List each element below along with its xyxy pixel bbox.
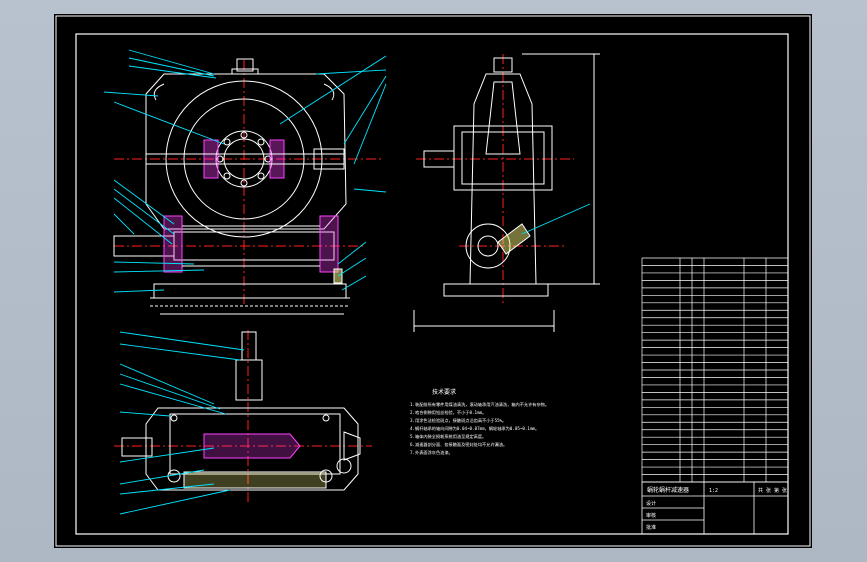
side-shaft-end bbox=[423, 150, 455, 168]
note-line: 4.蜗杆轴承的轴向间隙为0.04~0.07mm，蜗轮轴承为0.05~0.1mm。 bbox=[410, 425, 539, 432]
title-check: 审核 bbox=[646, 512, 656, 519]
front-base-plate bbox=[153, 283, 347, 299]
side-bearing-circle bbox=[465, 223, 511, 269]
note-line: 5.箱体内装全损耗系统用油至规定高度。 bbox=[410, 433, 486, 440]
right-lifting-hook bbox=[323, 83, 335, 101]
assembly-drawing: 技术要求 1.装配前所有零件用煤油清洗，滚动轴承用汽油清洗，箱内不允许有杂物。2… bbox=[55, 15, 811, 547]
note-line: 2.啮合侧隙用铅丝检验，不小于0.1mm。 bbox=[410, 409, 486, 416]
vent-cap bbox=[236, 58, 254, 72]
top-output-shaft bbox=[235, 359, 263, 401]
bore-circle bbox=[223, 138, 265, 180]
title-approve: 批准 bbox=[646, 524, 656, 531]
drawing-sheet: 技术要求 1.装配前所有零件用煤油清洗，滚动轴承用汽油清洗，箱内不允许有杂物。2… bbox=[54, 14, 812, 548]
top-inner-box bbox=[169, 413, 341, 475]
top-drain-plug bbox=[336, 458, 352, 474]
drawing-title: 蜗轮蜗杆减速器 bbox=[647, 486, 689, 494]
side-base-plate bbox=[443, 283, 549, 297]
front-housing-outline bbox=[145, 73, 347, 230]
front-leaders bbox=[103, 49, 387, 293]
hub-bolt-holes bbox=[216, 131, 272, 187]
top-output-key bbox=[241, 331, 257, 361]
title-block bbox=[641, 481, 789, 535]
title-designer: 设计 bbox=[646, 500, 656, 507]
outer-frame bbox=[55, 15, 811, 547]
side-vent-cap bbox=[493, 57, 513, 73]
note-line: 7.外表面涂灰色油漆。 bbox=[410, 449, 453, 456]
top-input-shaft bbox=[121, 437, 153, 457]
top-housing-outline bbox=[145, 407, 359, 491]
worm-wheel-inner bbox=[183, 98, 305, 220]
note-line: 6.减速器剖分面、各接触面及密封处均不允许漏油。 bbox=[410, 441, 507, 448]
left-flange-section bbox=[203, 139, 219, 179]
front-view bbox=[113, 58, 384, 315]
side-view bbox=[413, 53, 600, 332]
rod-end-nut bbox=[313, 148, 345, 170]
right-flange-section bbox=[269, 139, 285, 179]
title-scale: 1:2 bbox=[709, 488, 718, 494]
side-oil-gauge bbox=[497, 223, 531, 255]
hub-circle bbox=[215, 130, 273, 188]
worm-wheel-outer bbox=[165, 80, 323, 238]
top-view bbox=[114, 330, 372, 504]
note-line: 3.用涂色法检验斑点，接触斑点沿齿高不小于55%。 bbox=[410, 417, 506, 424]
top-worm-section bbox=[203, 433, 301, 459]
title-sheet-label: 共 张 第 张 bbox=[758, 487, 787, 494]
left-lifting-hook bbox=[153, 83, 165, 101]
notes-heading: 技术要求 bbox=[432, 388, 456, 396]
note-line: 1.装配前所有零件用煤油清洗，滚动轴承用汽油清洗，箱内不允许有杂物。 bbox=[410, 401, 549, 408]
worm-shaft-housing bbox=[173, 231, 335, 261]
parts-list bbox=[641, 257, 789, 483]
notes-block: 1.装配前所有零件用煤油清洗，滚动轴承用汽油清洗，箱内不允许有杂物。2.啮合侧隙… bbox=[410, 401, 549, 456]
right-bearing-cover bbox=[319, 215, 339, 273]
side-leaders bbox=[521, 203, 591, 235]
top-leaders bbox=[119, 331, 245, 515]
